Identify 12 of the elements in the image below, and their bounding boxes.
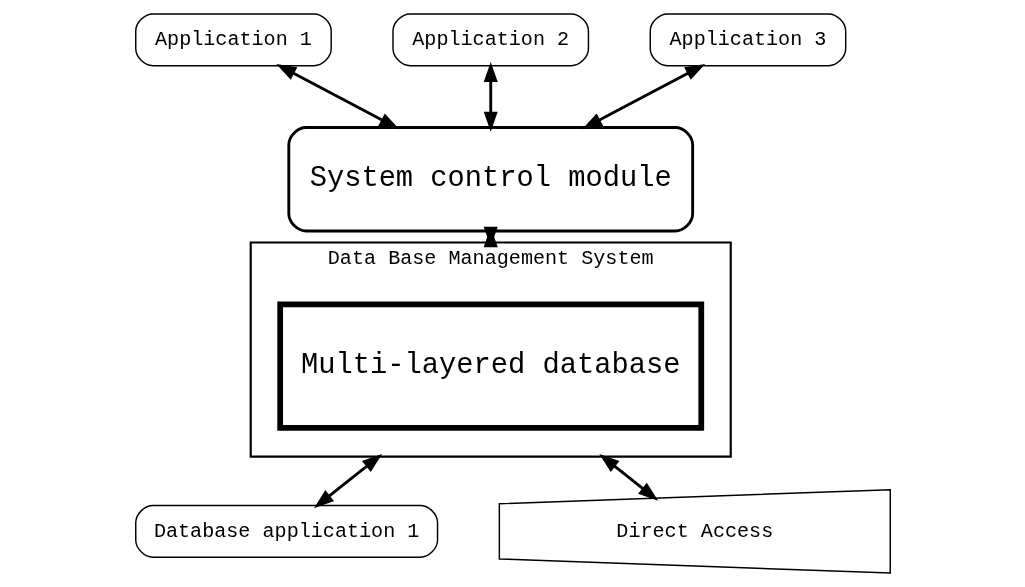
node-box: Multi-layered database [276, 301, 704, 431]
node-box: Application 3 [649, 13, 846, 67]
node-box: Direct Access [498, 488, 891, 574]
arrow [598, 453, 658, 501]
arrow [275, 63, 399, 130]
arrow [483, 61, 498, 132]
arrow [313, 453, 382, 509]
node-box: Application 1 [134, 13, 332, 67]
arrow [483, 226, 498, 248]
arrow [581, 63, 705, 130]
node-box: Application 2 [391, 13, 589, 67]
node-box: Database application 1 [134, 504, 438, 558]
